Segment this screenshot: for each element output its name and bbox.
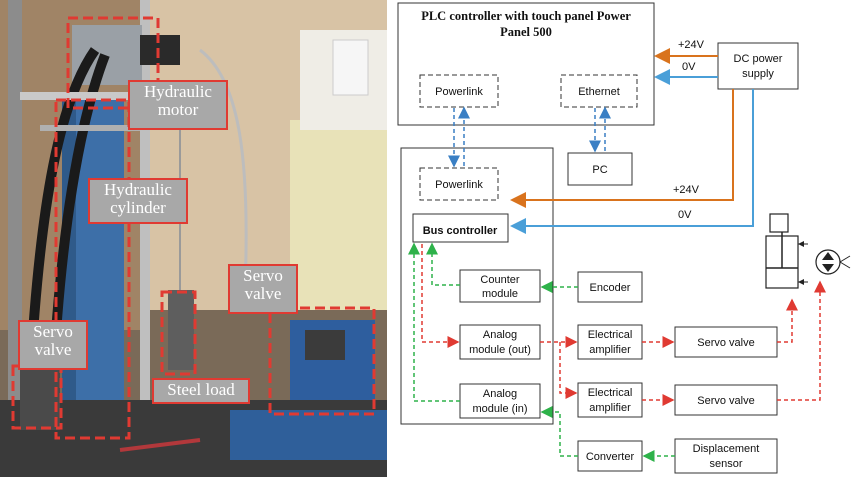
block-diagram-svg: PLC controller with touch panel Power Pa… <box>397 2 851 474</box>
amp2-line2: amplifier <box>589 402 631 414</box>
hydraulic-cylinder-symbol-icon <box>765 213 808 289</box>
block-diagram: PLC controller with touch panel Power Pa… <box>388 0 854 477</box>
test-rig-photo: Hydraulic motor Hydraulic cylinder Servo… <box>0 0 387 477</box>
aout-line1: Analog <box>483 329 517 341</box>
bus-controller-label: Bus controller <box>423 225 498 237</box>
plc-title-line2: Panel 500 <box>500 25 552 39</box>
label-steel-load: Steel load <box>152 378 250 404</box>
zero-top-label: 0V <box>682 61 696 73</box>
plc-controller-box <box>397 2 655 126</box>
servo2-to-motor <box>777 280 826 401</box>
dc-power-supply-box <box>717 42 799 90</box>
aout-line2: module (out) <box>469 344 531 356</box>
zero-mid-line <box>510 89 754 234</box>
plc-title-line1: PLC controller with touch panel Power <box>421 9 631 23</box>
plus24-mid-label: +24V <box>673 184 700 196</box>
pc-label: PC <box>592 164 607 176</box>
plus24-top-label: +24V <box>678 39 705 51</box>
ain-line2: module (in) <box>472 403 527 415</box>
ethernet-label: Ethernet <box>578 86 620 98</box>
amp2-line1: Electrical <box>588 387 633 399</box>
plus24-mid-line <box>510 89 734 208</box>
disp-line2: sensor <box>709 458 742 470</box>
powerlink-top-label: Powerlink <box>435 86 483 98</box>
counter-line2: module <box>482 288 518 300</box>
label-servo-valve-right: Servo valve <box>228 264 298 314</box>
counter-line1: Counter <box>480 274 519 286</box>
servo1-to-cylinder <box>777 298 798 343</box>
encoder-label: Encoder <box>590 282 631 294</box>
zero-mid-label: 0V <box>678 209 692 221</box>
bus-controller-box <box>412 213 509 243</box>
dc-power-line1: DC power <box>734 53 783 65</box>
aout-to-amp2 <box>559 342 578 399</box>
disp-line1: Displacement <box>693 443 760 455</box>
servo2-label: Servo valve <box>697 395 754 407</box>
label-hydraulic-cylinder: Hydraulic cylinder <box>88 178 188 224</box>
converter-to-ain <box>540 406 578 457</box>
ain-line1: Analog <box>483 388 517 400</box>
amp1-line1: Electrical <box>588 329 633 341</box>
counter-module-box <box>459 269 541 303</box>
powerlink-bus-box <box>419 167 499 201</box>
dc-power-line2: supply <box>742 68 774 80</box>
converter-label: Converter <box>586 451 635 463</box>
ain-to-bus <box>408 242 460 402</box>
amp1-line2: amplifier <box>589 344 631 356</box>
label-hydraulic-motor: Hydraulic motor <box>128 80 228 130</box>
powerlink-bus-label: Powerlink <box>435 179 483 191</box>
hydraulic-motor-symbol-icon <box>815 249 851 275</box>
servo1-label: Servo valve <box>697 337 754 349</box>
test-rig-illustration <box>0 0 387 477</box>
pc-box <box>567 152 633 186</box>
label-servo-valve-left: Servo valve <box>18 320 88 370</box>
counter-to-bus <box>426 242 460 286</box>
bus-controller-outer-box <box>400 147 554 425</box>
bus-to-aout <box>421 244 460 348</box>
